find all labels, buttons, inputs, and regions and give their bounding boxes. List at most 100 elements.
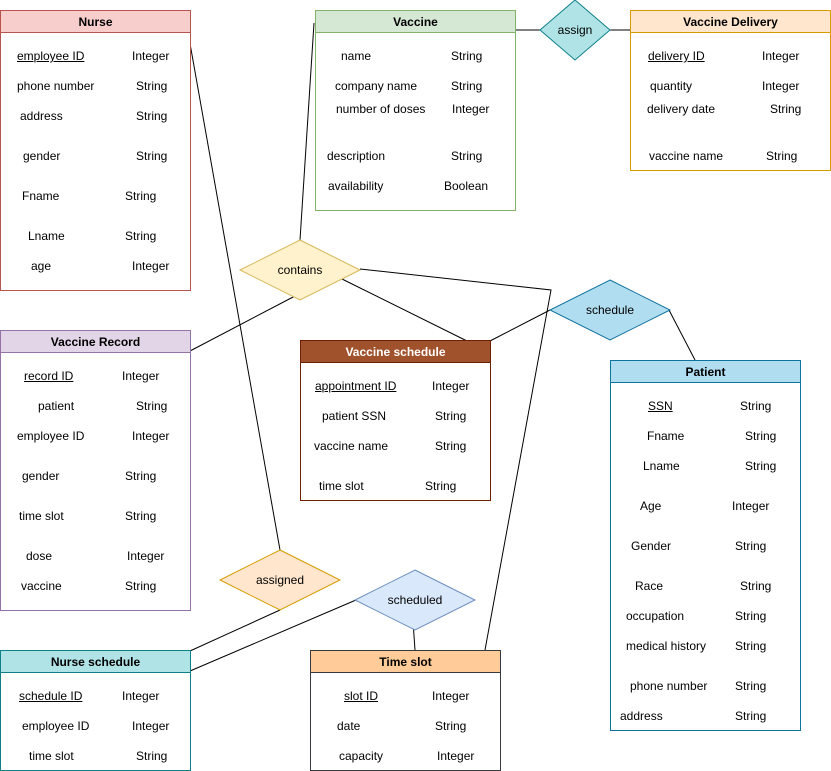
entity-nurse-schedule[interactable]: Nurse schedule schedule ID Integer employe…: [0, 650, 191, 771]
rel-contains-label: contains: [277, 263, 323, 277]
rel-assign-diamond[interactable]: [539, 0, 611, 61]
attr-type: String: [735, 679, 767, 693]
attr-name: address: [20, 109, 63, 123]
attr-type: String: [425, 479, 457, 493]
attr-name: vaccine: [21, 579, 62, 593]
attr-name: slot ID: [344, 689, 379, 703]
attr-name: company name: [335, 79, 418, 93]
attr-type: String: [770, 102, 802, 116]
attr-type: Integer: [432, 689, 470, 703]
connector-vaccine-contains: [299, 22, 315, 241]
rel-contains-diamond[interactable]: [238, 239, 362, 301]
connector-contains-timeslot: [359, 268, 552, 651]
attr-type: Integer: [762, 49, 800, 63]
attr-name: availability: [328, 179, 384, 193]
attr-name: vaccine name: [649, 149, 724, 163]
attr-type: String: [745, 429, 777, 443]
attr-type: String: [435, 439, 467, 453]
entity-vaccine-delivery-title: Vaccine Delivery: [631, 11, 830, 33]
attr-type: String: [136, 399, 168, 413]
attr-type: String: [435, 409, 467, 423]
rel-schedule-label: schedule: [585, 303, 635, 317]
entity-vaccine-record-title: Vaccine Record: [1, 331, 190, 353]
attr-type: Integer: [437, 749, 475, 763]
entity-vaccine-schedule[interactable]: Vaccine schedule appointment ID Integer pa…: [300, 340, 491, 501]
attr-name: address: [620, 709, 663, 723]
attr-name: delivery ID: [648, 49, 705, 63]
attr-type: Boolean: [444, 179, 489, 193]
entity-time-slot-title: Time slot: [311, 651, 500, 673]
connector-scheduled-nurseschedule: [189, 599, 357, 672]
attr-name: age: [31, 259, 52, 273]
attr-type: Integer: [122, 369, 160, 383]
attr-name: patient: [38, 399, 75, 413]
attr-name: employee ID: [22, 719, 90, 733]
connector-assigned-nurseschedule: [189, 609, 281, 652]
attr-type: String: [740, 579, 772, 593]
attr-type: String: [766, 149, 798, 163]
rel-scheduled-diamond[interactable]: [353, 569, 477, 631]
entity-patient-title: Patient: [611, 361, 800, 383]
attr-name: Age: [640, 499, 662, 513]
attr-name: Lname: [643, 459, 680, 473]
entity-nurse-schedule-title: Nurse schedule: [1, 651, 190, 673]
attr-name: occupation: [626, 609, 685, 623]
attr-type: String: [125, 229, 157, 243]
attr-type: String: [740, 399, 772, 413]
attr-name: number of doses: [336, 102, 426, 116]
rel-scheduled-label: scheduled: [387, 593, 443, 607]
attr-type: Integer: [762, 79, 800, 93]
attr-name: dose: [26, 549, 53, 563]
attr-name: medical history: [626, 639, 707, 653]
attr-name: time slot: [319, 479, 364, 493]
attr-type: Integer: [127, 549, 165, 563]
rel-assigned-diamond[interactable]: [218, 549, 342, 611]
attr-type: Integer: [132, 719, 170, 733]
attr-type: String: [451, 49, 483, 63]
rel-schedule-diamond[interactable]: [548, 279, 672, 341]
attr-type: String: [735, 709, 767, 723]
attr-name: name: [341, 49, 372, 63]
attr-type: String: [125, 509, 157, 523]
attr-type: String: [735, 639, 767, 653]
attr-type: String: [451, 79, 483, 93]
attr-type: String: [136, 79, 168, 93]
attr-name: time slot: [19, 509, 64, 523]
attr-name: description: [327, 149, 386, 163]
attr-name: gender: [22, 469, 60, 483]
attr-type: String: [435, 719, 467, 733]
attr-type: String: [735, 609, 767, 623]
attr-type: Integer: [132, 429, 170, 443]
entity-vaccine-delivery[interactable]: Vaccine Delivery delivery ID Integer quant…: [630, 10, 831, 171]
attr-name: gender: [23, 149, 61, 163]
attr-name: patient SSN: [322, 409, 387, 423]
attr-name: record ID: [24, 369, 74, 383]
attr-type: String: [745, 459, 777, 473]
attr-name: delivery date: [647, 102, 716, 116]
entity-vaccine-schedule-title: Vaccine schedule: [301, 341, 490, 363]
connector-contains-vschedule: [341, 278, 468, 342]
attr-name: Gender: [631, 539, 672, 553]
attr-type: String: [125, 469, 157, 483]
attr-name: quantity: [650, 79, 693, 93]
attr-name: SSN: [648, 399, 673, 413]
attr-type: Integer: [132, 49, 170, 63]
rel-assign-label: assign: [557, 23, 593, 37]
attr-name: time slot: [29, 749, 74, 763]
attr-type: String: [136, 149, 168, 163]
entity-vaccine-title: Vaccine: [316, 11, 515, 33]
attr-name: appointment ID: [315, 379, 397, 393]
attr-type: String: [451, 149, 483, 163]
attr-name: employee ID: [17, 49, 85, 63]
attr-name: schedule ID: [19, 689, 83, 703]
attr-type: String: [136, 109, 168, 123]
attr-name: Lname: [28, 229, 65, 243]
attr-type: Integer: [432, 379, 470, 393]
attr-name: date: [337, 719, 361, 733]
